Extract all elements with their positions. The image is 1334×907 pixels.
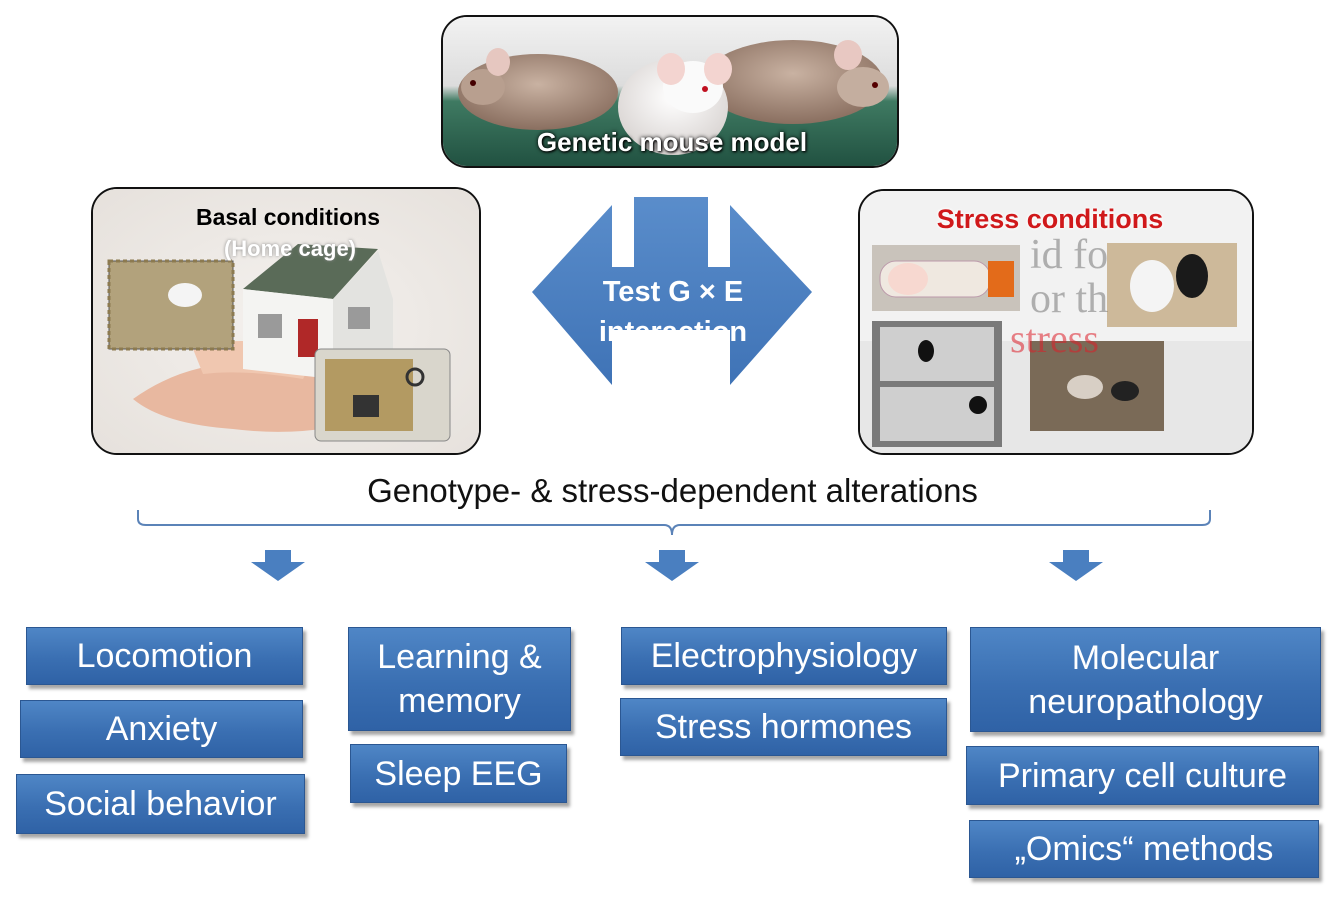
down-arrow-left xyxy=(251,550,305,581)
mice-photo xyxy=(443,17,897,166)
alterations-brace xyxy=(137,510,1211,536)
stress-conditions-title: Stress conditions xyxy=(936,204,1164,234)
primary-cell-culture-box: Primary cell culture xyxy=(966,746,1319,805)
sleep-eeg-box: Sleep EEG xyxy=(350,744,567,803)
stress-bg-word-1: id fo xyxy=(1030,232,1109,278)
stress-hormones-box: Stress hormones xyxy=(620,698,947,756)
basal-conditions-panel: Basal conditions (Home cage) xyxy=(91,187,481,455)
down-arrow-right xyxy=(1049,550,1103,581)
home-cage-photo xyxy=(93,189,479,453)
alterations-label: Genotype- & stress-dependent alterations xyxy=(367,472,978,509)
social-behavior-box: Social behavior xyxy=(16,774,305,834)
genetic-mouse-model-panel: Genetic mouse model xyxy=(441,15,899,168)
stress-bg-word-3: stress xyxy=(1010,316,1099,361)
anxiety-box: Anxiety xyxy=(20,700,303,758)
basal-conditions-title: Basal conditions xyxy=(195,204,381,230)
gxe-label-line2: interaction xyxy=(598,316,748,348)
electrophysiology-box: Electrophysiology xyxy=(621,627,947,685)
stress-bg-word-2: or th xyxy=(1030,276,1109,322)
learning-memory-box: Learning & memory xyxy=(348,627,571,731)
stress-photo-collage xyxy=(860,191,1252,453)
stress-conditions-panel: id fo or th stress Stress conditions xyxy=(858,189,1254,455)
gxe-arrow xyxy=(532,197,812,385)
gxe-label-line1: Test G × E xyxy=(602,276,744,308)
locomotion-box: Locomotion xyxy=(26,627,303,685)
molecular-neuropathology-box: Molecular neuropathology xyxy=(970,627,1321,732)
home-cage-subtitle: (Home cage) xyxy=(223,236,357,261)
down-arrow-center xyxy=(645,550,699,581)
genetic-mouse-model-caption: Genetic mouse model xyxy=(536,127,808,157)
omics-methods-box: „Omics“ methods xyxy=(969,820,1319,878)
